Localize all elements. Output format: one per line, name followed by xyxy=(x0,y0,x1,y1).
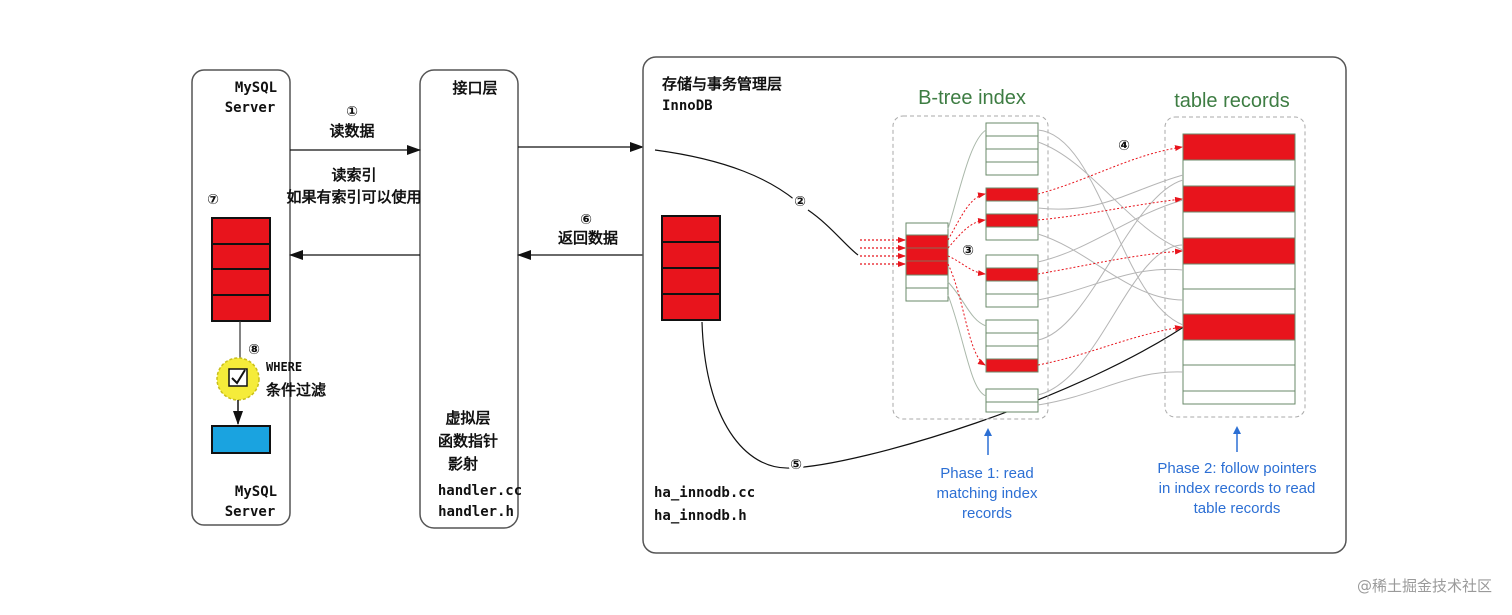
btree-gray-links xyxy=(947,129,987,397)
return-data-label: 返回数据 xyxy=(558,229,618,247)
ha-innodb-cc-file: ha_innodb.cc xyxy=(654,485,755,501)
phase2-line2: in index records to read xyxy=(1159,480,1316,497)
phase1-line2: matching index xyxy=(937,485,1038,502)
step3-marker: ③ xyxy=(962,243,974,259)
step5-marker: ⑤ xyxy=(790,457,802,473)
filter-label: 条件过滤 xyxy=(265,381,326,399)
where-label: WHERE xyxy=(266,360,302,374)
use-index-label: 如果有索引可以使用 xyxy=(286,188,421,206)
btree-leaf-nodes xyxy=(985,122,1039,413)
handler-cc-file: handler.cc xyxy=(438,483,522,499)
watermark: @稀土掘金技术社区 xyxy=(1357,577,1492,595)
btree-title: B-tree index xyxy=(918,87,1026,109)
btree-red-links xyxy=(947,192,986,366)
mysql-server-bottom-label-1: MySQL xyxy=(235,484,277,500)
mysql-server-top-label-1: MySQL xyxy=(235,80,277,96)
step4-marker: ④ xyxy=(1118,138,1130,154)
read-data-label: 读数据 xyxy=(329,122,374,140)
result-stack xyxy=(211,217,271,322)
read-index-label: 读索引 xyxy=(331,166,376,184)
phase1-line1: Phase 1: read xyxy=(940,465,1033,482)
storage-engine: InnoDB xyxy=(662,98,713,114)
step2-curve xyxy=(654,149,859,256)
table-gray-links xyxy=(1037,129,1184,406)
table-records-title: table records xyxy=(1174,90,1290,112)
btree-root-node xyxy=(905,222,949,302)
phase2-line3: table records xyxy=(1194,500,1281,517)
virtual-layer-label-1: 虚拟层 xyxy=(445,409,490,427)
ha-innodb-h-file: ha_innodb.h xyxy=(654,508,747,524)
root-incoming-arrows xyxy=(860,237,906,267)
step7-marker: ⑦ xyxy=(207,192,219,208)
where-filter-icon xyxy=(216,357,260,401)
virtual-layer-label-2: 函数指针 xyxy=(438,432,498,450)
storage-data-stack xyxy=(661,215,721,321)
step5-curve xyxy=(701,317,1198,469)
table-red-links xyxy=(1037,145,1183,366)
step8-marker: ⑧ xyxy=(248,342,260,358)
step6-marker: ⑥ xyxy=(580,212,592,228)
table-record-rows xyxy=(1182,133,1296,405)
handler-h-file: handler.h xyxy=(438,504,514,520)
phase1-line3: records xyxy=(962,505,1012,522)
step1-marker: ① xyxy=(346,104,358,120)
interface-layer-panel xyxy=(419,69,519,529)
mysql-server-bottom-label-2: Server xyxy=(225,504,276,520)
interface-layer-title: 接口层 xyxy=(452,79,497,97)
storage-title: 存储与事务管理层 xyxy=(662,75,782,93)
filtered-result xyxy=(211,425,271,454)
virtual-layer-label-3: 影射 xyxy=(448,455,478,473)
table-records-container xyxy=(1164,116,1306,418)
phase2-line1: Phase 2: follow pointers xyxy=(1157,460,1316,477)
step2-marker: ② xyxy=(794,194,806,210)
mysql-server-top-label-2: Server xyxy=(225,100,276,116)
